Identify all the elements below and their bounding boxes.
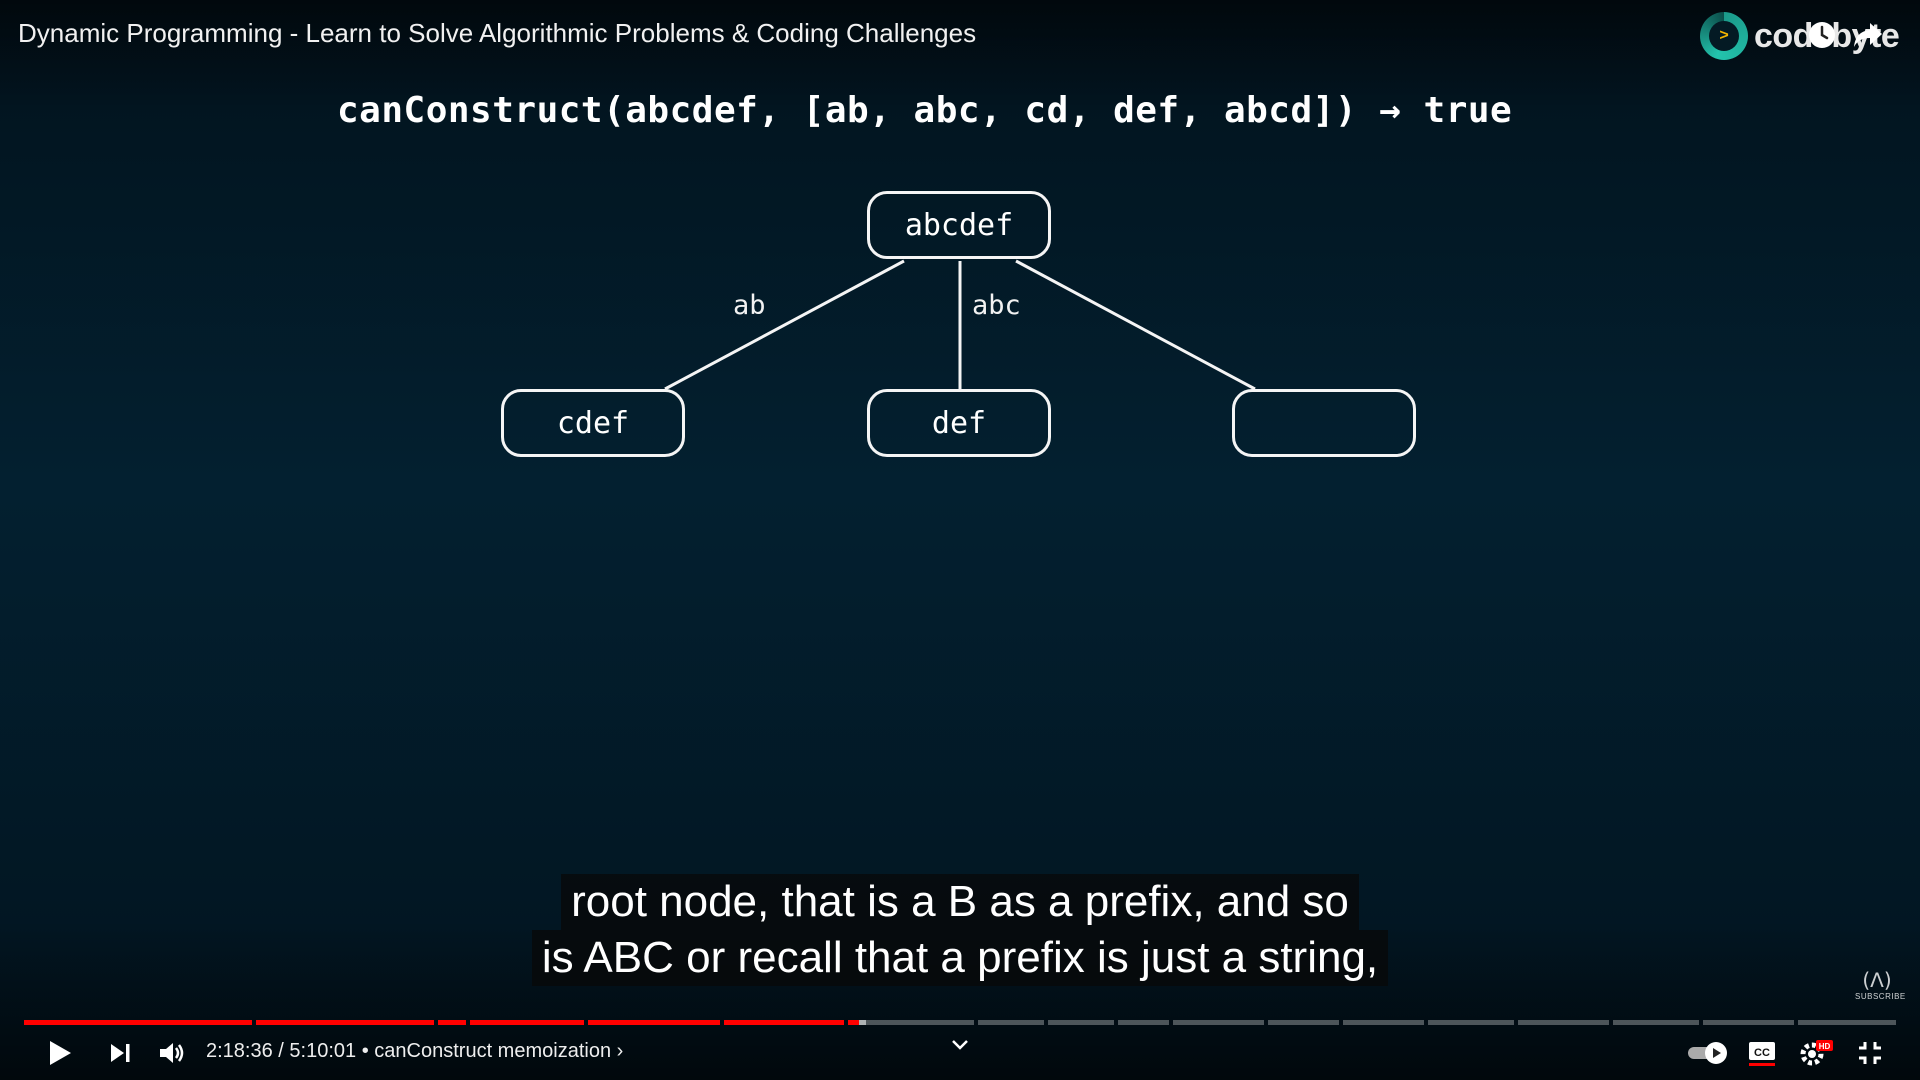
channel-logo[interactable]: > codebyte [1700, 12, 1900, 60]
time-display: 2:18:36 / 5:10:01 • canConstruct memoiza… [206, 1040, 623, 1063]
progress-chapter-segment[interactable] [1798, 1020, 1896, 1025]
progress-played-segment [588, 1020, 720, 1025]
settings-icon: HD [1800, 1040, 1833, 1066]
progress-chapter-segment[interactable] [1613, 1020, 1699, 1025]
progress-played-segment [470, 1020, 584, 1025]
settings-button[interactable]: HD [1796, 1032, 1836, 1074]
chapter-arrow[interactable]: › [616, 1040, 624, 1062]
progress-chapter-segment[interactable] [1343, 1020, 1424, 1025]
play-icon [50, 1041, 71, 1065]
edge-label-ab: ab [733, 290, 766, 321]
formula-heading: canConstruct(abcdef, [ab, abc, cd, def, … [337, 90, 1513, 131]
caption-box: root node, that is a B as a prefix, and … [0, 874, 1920, 986]
hd-badge: HD [1819, 1042, 1831, 1051]
tree-node-child-1: cdef [501, 389, 685, 457]
next-button[interactable] [100, 1032, 140, 1074]
progress-bar[interactable] [24, 1020, 1896, 1025]
share-icon[interactable] [1851, 18, 1885, 52]
progress-chapter-segment[interactable] [1268, 1020, 1339, 1025]
autoplay-toggle[interactable] [1684, 1032, 1732, 1074]
progress-chapter-segment[interactable] [1518, 1020, 1609, 1025]
chevron-down-icon[interactable] [950, 1038, 970, 1057]
corner-actions [1805, 18, 1885, 52]
svg-text:CC: CC [1754, 1047, 1770, 1059]
chapter-bullet: • [361, 1040, 369, 1062]
play-button[interactable] [40, 1032, 80, 1074]
captions-button[interactable]: CC [1744, 1032, 1780, 1074]
progress-played-segment [256, 1020, 434, 1025]
duration: 5:10:01 [289, 1040, 357, 1062]
progress-chapter-segment[interactable] [1173, 1020, 1264, 1025]
chapter-title[interactable]: canConstruct memoization [374, 1040, 612, 1062]
progress-chapter-segment[interactable] [1428, 1020, 1514, 1025]
exit-fullscreen-icon [1859, 1042, 1881, 1064]
channel-logo-icon: > [1700, 12, 1748, 60]
subscribe-watermark[interactable]: (ᐱ) SUBSCRIBE [1855, 968, 1906, 1001]
watch-later-icon[interactable] [1805, 18, 1839, 52]
next-icon [111, 1044, 130, 1062]
progress-chapter-segment[interactable] [1118, 1020, 1169, 1025]
progress-chapter-segment[interactable] [1703, 1020, 1794, 1025]
time-separator: / [278, 1040, 284, 1062]
volume-button[interactable] [152, 1032, 192, 1074]
tree-node-child-3 [1232, 389, 1416, 457]
tree-node-child-2: def [867, 389, 1051, 457]
player-controls [0, 1032, 1920, 1074]
top-gradient [0, 0, 1920, 110]
progress-played-segment [724, 1020, 844, 1025]
caption-line-1: root node, that is a B as a prefix, and … [561, 874, 1359, 930]
fcc-logo-icon: (ᐱ) [1862, 968, 1892, 992]
channel-logo-glyph: > [1709, 21, 1739, 51]
video-title[interactable]: Dynamic Programming - Learn to Solve Alg… [18, 18, 977, 48]
volume-icon [160, 1043, 184, 1063]
progress-chapter-segment[interactable] [848, 1020, 974, 1025]
progress-loaded [858, 1020, 867, 1025]
edge-third [1015, 259, 1256, 391]
progress-played-segment [848, 1020, 859, 1025]
progress-played-segment [438, 1020, 466, 1025]
cc-icon: CC [1749, 1042, 1775, 1066]
progress-played-segment [24, 1020, 252, 1025]
progress-chapter-segment[interactable] [1048, 1020, 1114, 1025]
progress-chapter-segment[interactable] [978, 1020, 1044, 1025]
edge-ab [664, 259, 905, 391]
current-time: 2:18:36 [206, 1040, 273, 1062]
exit-fullscreen-button[interactable] [1850, 1032, 1890, 1074]
caption-line-2: is ABC or recall that a prefix is just a… [531, 930, 1389, 986]
tree-node-root: abcdef [867, 191, 1051, 259]
watermark-text: SUBSCRIBE [1855, 992, 1906, 1001]
autoplay-toggle-icon [1688, 1042, 1727, 1064]
edge-label-abc: abc [972, 290, 1021, 321]
